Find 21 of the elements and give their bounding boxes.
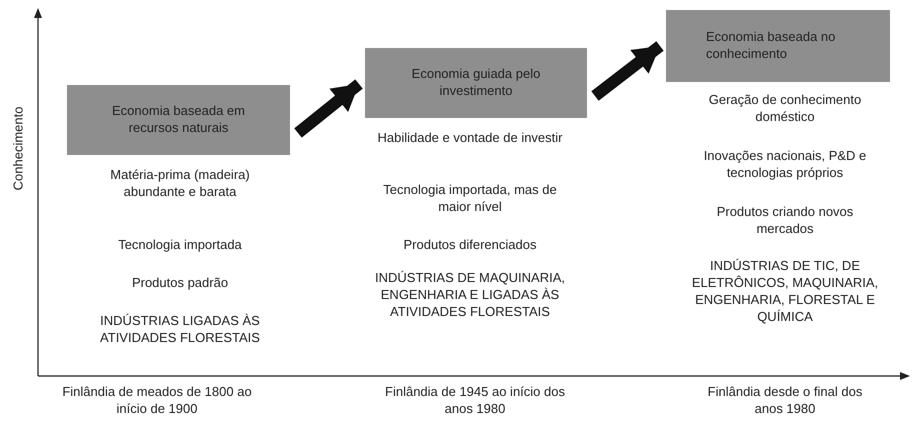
- axis-label: Conhecimento: [10, 106, 27, 192]
- stage-feature: Inovações nacionais, P&D e tecnologias próprios: [702, 148, 868, 182]
- stage-box: Economia baseada no conhecimento: [666, 10, 890, 82]
- period-label: Finlândia de meados de 1800 ao início de 1900: [62, 384, 252, 418]
- stage-feature: Produtos padrão: [130, 275, 230, 292]
- period-label: Finlândia desde o final dos anos 1980: [706, 384, 864, 418]
- stage-feature: INDÚSTRIAS DE MAQUINARIA, ENGENHARIA E LIGADAS ÀS ATIVIDADES FLORESTAIS: [374, 270, 566, 321]
- stage-feature: INDÚSTRIAS LIGADAS ÀS ATIVIDADES FLORESTAIS: [100, 313, 260, 347]
- stage-box: Economia baseada em recursos naturais: [67, 85, 290, 155]
- block-arrow: [294, 79, 363, 138]
- block-arrow: [591, 41, 664, 101]
- stage-feature: Tecnologia importada: [117, 237, 243, 254]
- stage-feature: Habilidade e vontade de investir: [376, 130, 564, 147]
- stage-feature: Produtos criando novos mercados: [716, 204, 854, 238]
- stage-feature: INDÚSTRIAS DE TIC, DE ELETRÔNICOS, MAQUINARIA, ENGENHARIA, FLORESTAL E QUÍMICA: [690, 258, 880, 326]
- stage-feature: Matéria-prima (madeira) abundante e barata: [109, 167, 251, 201]
- stage-box: Economia guiada pelo investimento: [365, 48, 587, 118]
- stage-feature: Produtos diferenciados: [402, 237, 538, 254]
- stage-feature: Tecnologia importada, mas de maior nível: [382, 182, 558, 216]
- stage-feature: Geração de conhecimento doméstico: [708, 92, 862, 126]
- period-label: Finlândia de 1945 ao início dos anos 1980: [384, 384, 566, 418]
